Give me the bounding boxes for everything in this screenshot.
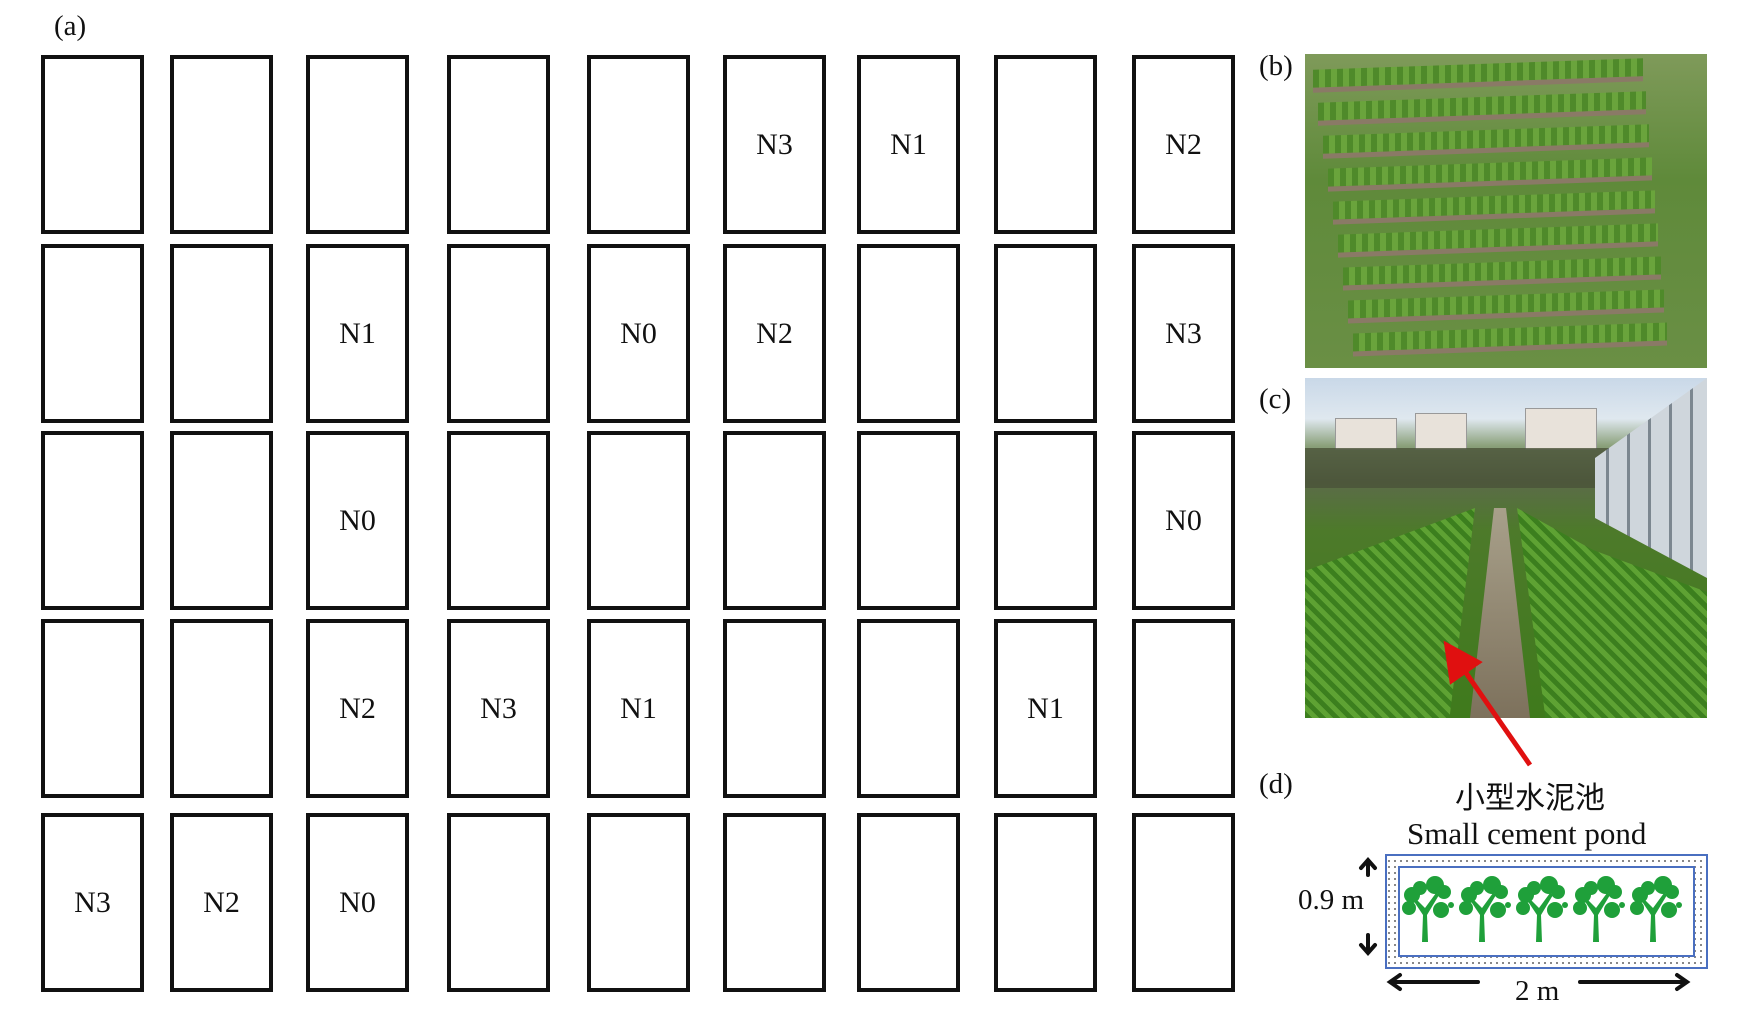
plot-cell: N1 bbox=[587, 619, 690, 798]
treatment-label: N1 bbox=[1027, 691, 1064, 725]
plot-cell: N1 bbox=[994, 619, 1097, 798]
plot-cell: N3 bbox=[1132, 244, 1235, 423]
plot-cell bbox=[857, 431, 960, 610]
plot-cell bbox=[447, 813, 550, 992]
aerial-photo bbox=[1305, 54, 1707, 368]
plot-cell bbox=[447, 431, 550, 610]
plot-cell bbox=[1132, 619, 1235, 798]
plot-cell bbox=[587, 55, 690, 234]
plot-cell: N1 bbox=[857, 55, 960, 234]
plot-cell bbox=[170, 619, 273, 798]
plot-cell: N3 bbox=[723, 55, 826, 234]
plot-cell bbox=[447, 55, 550, 234]
treatment-label: N0 bbox=[339, 885, 376, 919]
tea-plant-icon bbox=[1459, 876, 1511, 942]
plot-cell: N2 bbox=[170, 813, 273, 992]
plot-cell bbox=[41, 431, 144, 610]
treatment-label: N2 bbox=[203, 885, 240, 919]
panel-label-d: (d) bbox=[1259, 768, 1293, 800]
up-arrow-icon bbox=[1359, 856, 1377, 877]
plot-cell bbox=[857, 244, 960, 423]
plot-cell bbox=[994, 431, 1097, 610]
treatment-label: N1 bbox=[620, 691, 657, 725]
plot-cell bbox=[857, 619, 960, 798]
tea-plant-icon bbox=[1630, 876, 1682, 942]
treatment-label: N2 bbox=[756, 316, 793, 350]
pond-title-en: Small cement pond bbox=[1407, 816, 1647, 851]
treatment-label: N3 bbox=[1165, 316, 1202, 350]
down-arrow-icon bbox=[1359, 933, 1377, 957]
plot-cell bbox=[41, 55, 144, 234]
tea-plant-icon bbox=[1516, 876, 1568, 942]
plot-cell bbox=[994, 55, 1097, 234]
pond-title-cn: 小型水泥池 bbox=[1455, 781, 1605, 816]
panel-label-a: (a) bbox=[54, 10, 87, 42]
plot-cell bbox=[170, 55, 273, 234]
treatment-label: N0 bbox=[1165, 503, 1202, 537]
plot-cell: N2 bbox=[723, 244, 826, 423]
height-label: 0.9 m bbox=[1298, 884, 1365, 916]
tea-plant-icon bbox=[1573, 876, 1625, 942]
plot-cell: N1 bbox=[306, 244, 409, 423]
panel-label-b: (b) bbox=[1259, 50, 1293, 82]
treatment-label: N0 bbox=[339, 503, 376, 537]
plot-cell: N0 bbox=[306, 813, 409, 992]
left-arrow-icon bbox=[1386, 973, 1480, 991]
plot-cell bbox=[994, 813, 1097, 992]
plot-cell bbox=[994, 244, 1097, 423]
right-arrow-icon bbox=[1578, 973, 1691, 991]
plot-cell bbox=[41, 619, 144, 798]
treatment-label: N0 bbox=[620, 316, 657, 350]
panel-label-c: (c) bbox=[1259, 383, 1292, 415]
plot-cell bbox=[723, 619, 826, 798]
plot-cell: N3 bbox=[41, 813, 144, 992]
plot-cell: N0 bbox=[587, 244, 690, 423]
plot-cell bbox=[170, 244, 273, 423]
treatment-label: N2 bbox=[1165, 127, 1202, 161]
plot-cell bbox=[447, 244, 550, 423]
tea-plant-icon bbox=[1402, 876, 1454, 942]
treatment-label: N1 bbox=[339, 316, 376, 350]
treatment-label: N2 bbox=[339, 691, 376, 725]
width-label: 2 m bbox=[1515, 975, 1560, 1007]
dimension-arrows bbox=[1359, 856, 1691, 991]
plot-cell bbox=[587, 431, 690, 610]
plot-cell: N2 bbox=[1132, 55, 1235, 234]
treatment-label: N3 bbox=[74, 885, 111, 919]
plot-cell bbox=[1132, 813, 1235, 992]
plot-cell bbox=[170, 431, 273, 610]
plot-cell bbox=[41, 244, 144, 423]
plot-cell: N2 bbox=[306, 619, 409, 798]
treatment-label: N3 bbox=[756, 127, 793, 161]
treatment-label: N3 bbox=[480, 691, 517, 725]
plot-cell: N0 bbox=[1132, 431, 1235, 610]
treatment-label: N1 bbox=[890, 127, 927, 161]
plot-cell bbox=[723, 431, 826, 610]
plot-cell bbox=[857, 813, 960, 992]
plot-cell bbox=[587, 813, 690, 992]
greenhouse-photo bbox=[1305, 378, 1707, 718]
plot-cell: N3 bbox=[447, 619, 550, 798]
plot-cell: N0 bbox=[306, 431, 409, 610]
plot-cell bbox=[306, 55, 409, 234]
plot-cell bbox=[723, 813, 826, 992]
